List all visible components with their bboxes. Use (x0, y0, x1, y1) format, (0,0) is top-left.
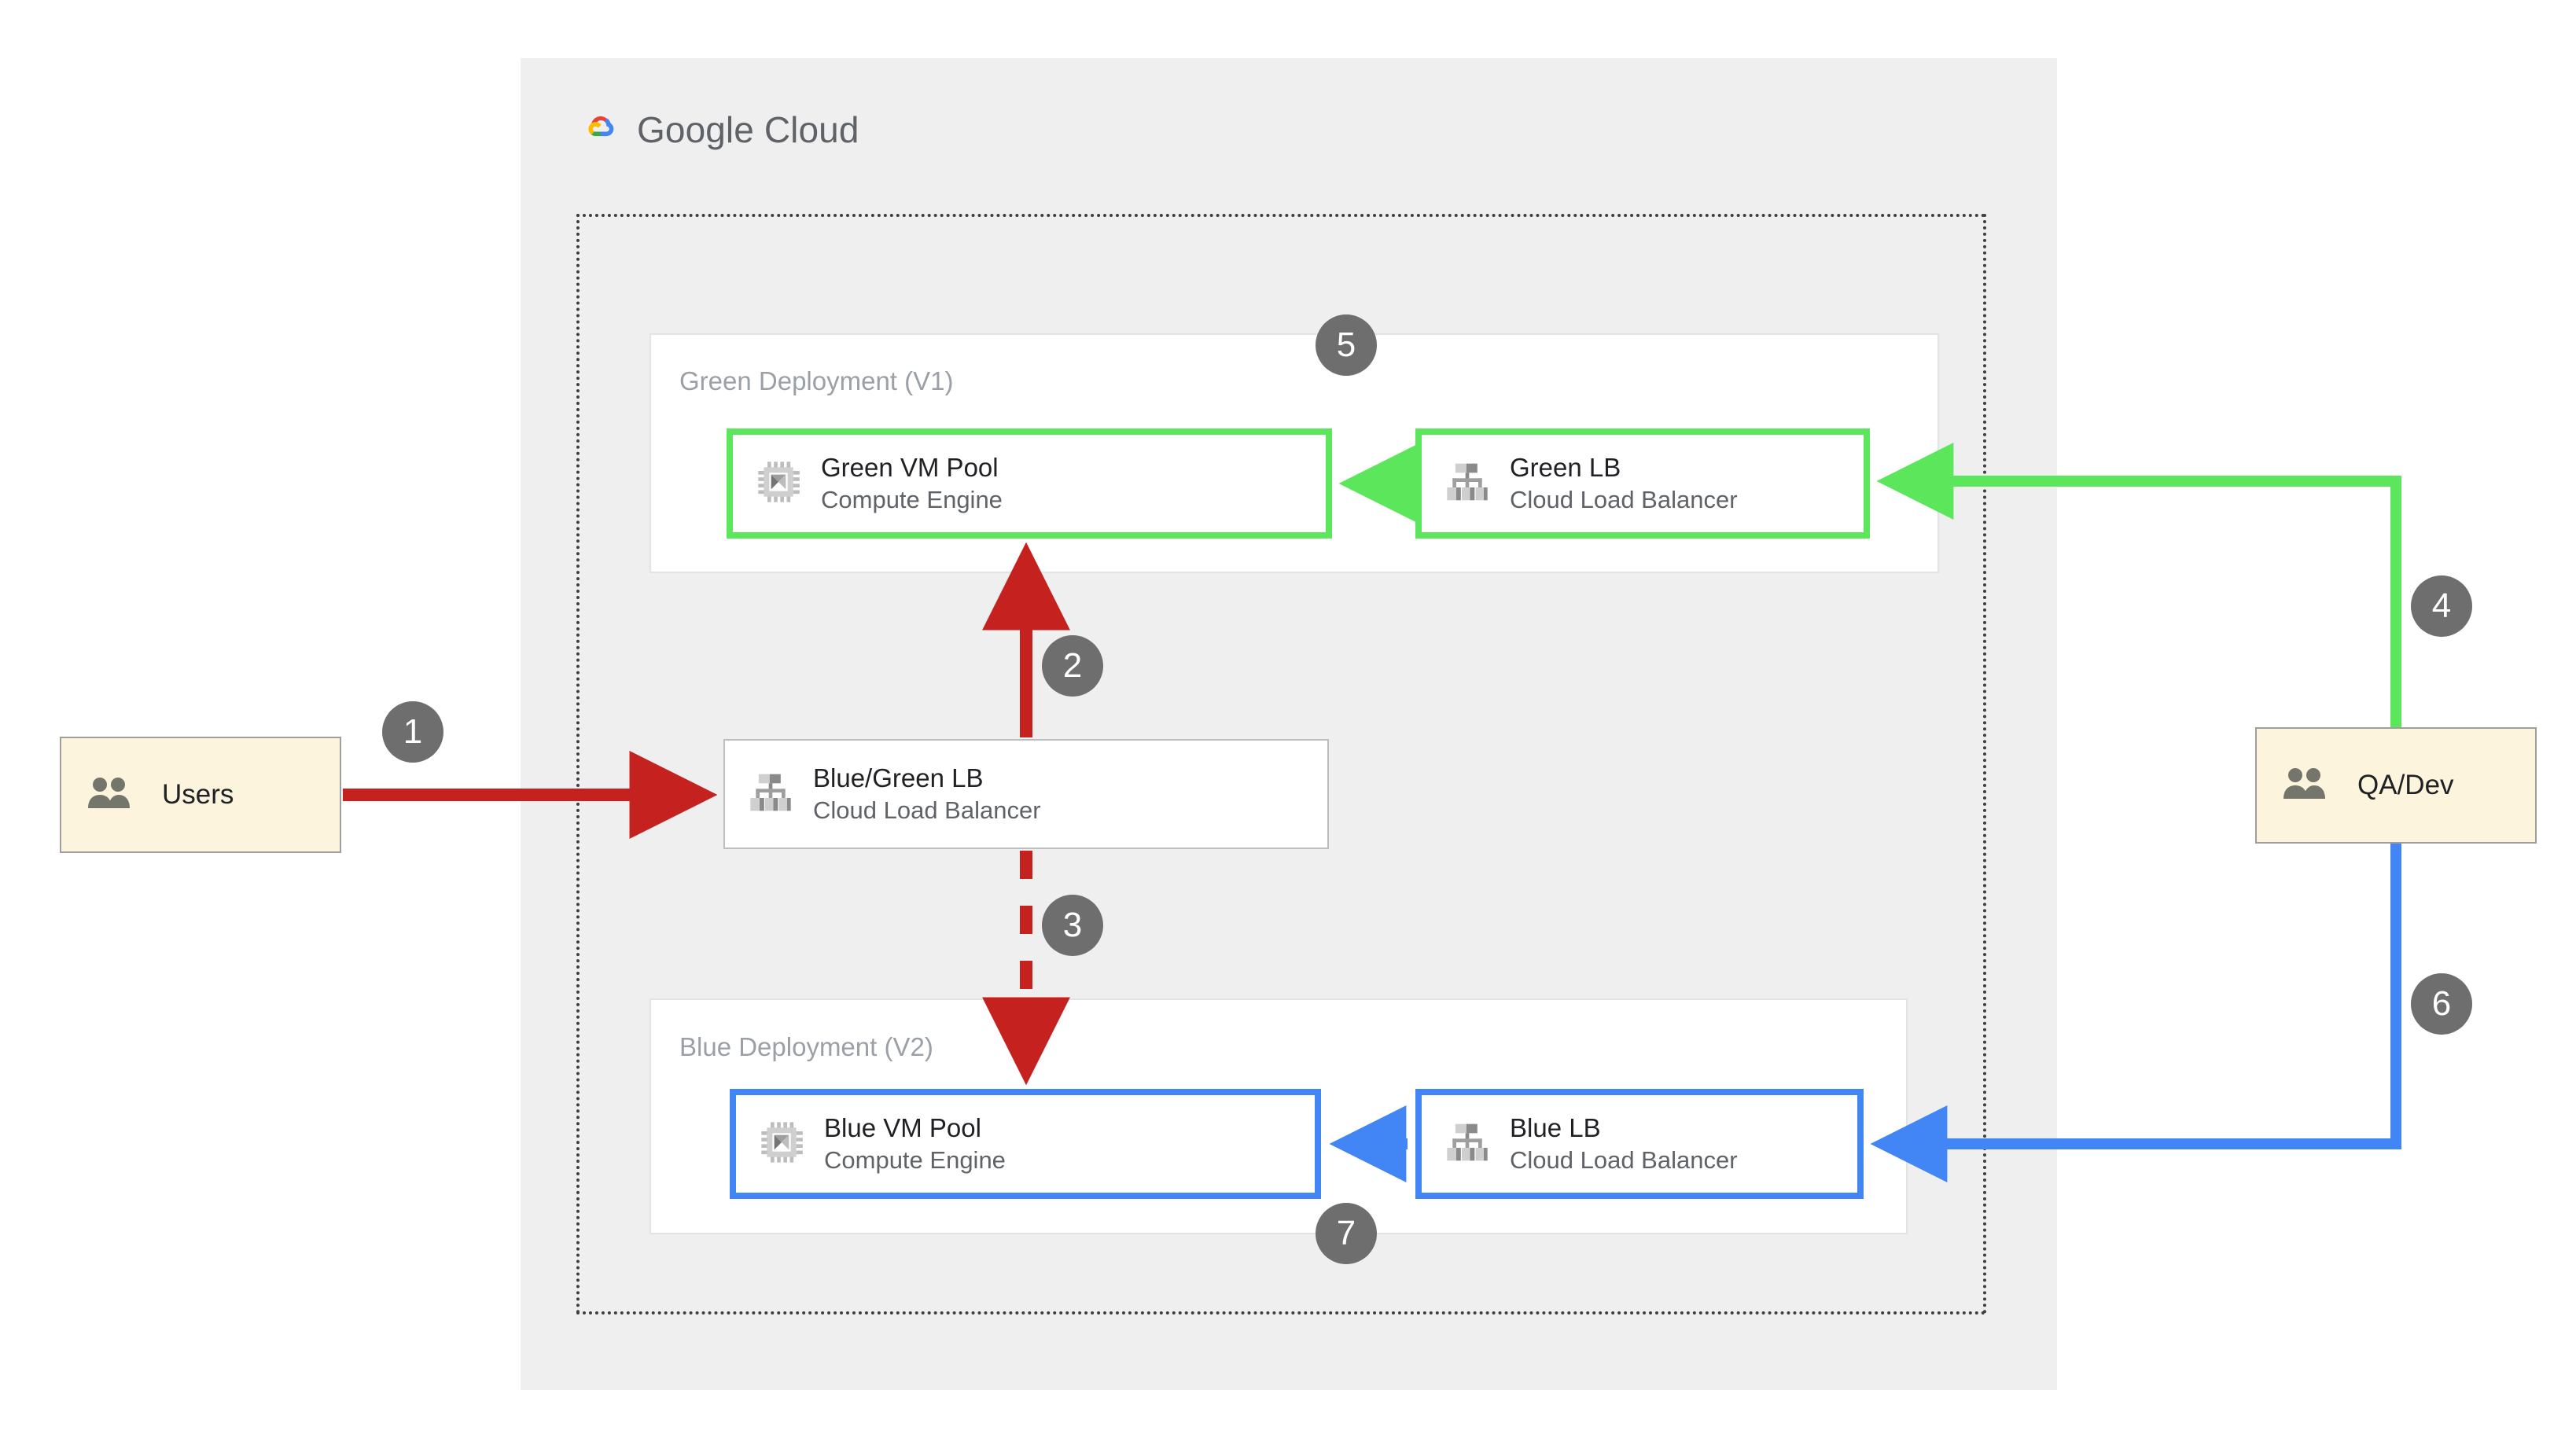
node-blue-vm-pool[interactable]: Blue VM Pool Compute Engine (730, 1089, 1321, 1199)
green-deployment-label: Green Deployment (V1) (679, 366, 954, 395)
node-title: Blue VM Pool (824, 1113, 981, 1143)
node-subtitle: Cloud Load Balancer (1510, 486, 1738, 514)
step-badge-3: 3 (1042, 895, 1103, 956)
step-badge-1: 1 (382, 701, 443, 763)
cpu-chip-icon (756, 460, 800, 508)
people-icon (2282, 767, 2331, 805)
node-blue-lb[interactable]: Blue LB Cloud Load Balancer (1415, 1089, 1864, 1199)
google-cloud-logo-icon (574, 110, 623, 149)
actor-label: Users (162, 779, 234, 810)
node-green-lb[interactable]: Green LB Cloud Load Balancer (1415, 428, 1870, 539)
node-text-block: Blue LB Cloud Load Balancer (1510, 1112, 1738, 1176)
step-badge-7: 7 (1316, 1203, 1377, 1264)
step-badge-6: 6 (2411, 973, 2472, 1035)
node-bluegreen-lb[interactable]: Blue/Green LB Cloud Load Balancer (723, 739, 1329, 849)
node-title: Blue/Green LB (813, 763, 984, 793)
node-subtitle: Compute Engine (821, 486, 1003, 514)
node-subtitle: Compute Engine (824, 1146, 1006, 1175)
node-text-block: Green LB Cloud Load Balancer (1510, 451, 1738, 516)
node-text-block: Blue VM Pool Compute Engine (824, 1112, 1006, 1176)
node-text-block: Green VM Pool Compute Engine (821, 451, 1003, 516)
actor-qa-dev[interactable]: QA/Dev (2255, 727, 2537, 844)
node-title: Green VM Pool (821, 453, 999, 483)
load-balancer-icon (1445, 1122, 1489, 1167)
actor-label: QA/Dev (2357, 770, 2454, 800)
load-balancer-icon (1445, 461, 1489, 506)
people-icon (86, 776, 135, 814)
cpu-chip-icon (760, 1120, 804, 1168)
actor-users[interactable]: Users (60, 737, 341, 853)
step-badge-5: 5 (1316, 314, 1377, 376)
node-title: Green LB (1510, 453, 1621, 483)
node-subtitle: Cloud Load Balancer (1510, 1146, 1738, 1175)
google-cloud-branding: Google Cloud (574, 108, 859, 151)
node-text-block: Blue/Green LB Cloud Load Balancer (813, 762, 1041, 826)
project-boundary (576, 214, 1986, 1314)
load-balancer-icon (749, 772, 793, 817)
google-cloud-wordmark: Google Cloud (637, 109, 859, 150)
node-subtitle: Cloud Load Balancer (813, 796, 1041, 825)
node-title: Blue LB (1510, 1113, 1601, 1143)
blue-deployment-label: Blue Deployment (V2) (679, 1032, 933, 1061)
node-green-vm-pool[interactable]: Green VM Pool Compute Engine (727, 428, 1332, 539)
step-badge-2: 2 (1042, 635, 1103, 697)
step-badge-4: 4 (2411, 575, 2472, 637)
